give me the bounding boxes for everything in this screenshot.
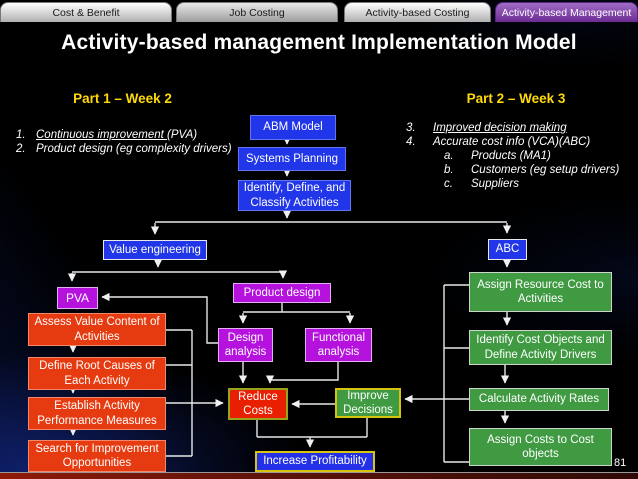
page-number: 81 [614, 457, 627, 469]
tab-cost-benefit[interactable]: Cost & Benefit [0, 2, 172, 22]
page-title: Activity-based management Implementation… [61, 31, 577, 54]
node-product-design: Product design [233, 283, 331, 303]
part1-list: 1. Continuous improvement (PVA) 2. Produ… [16, 128, 246, 156]
node-assign-resource-cost: Assign Resource Cost to Activities [469, 272, 612, 312]
list-item: 3. Improved decision making [406, 122, 567, 134]
node-assign-costs: Assign Costs to Cost objects [469, 428, 612, 466]
tab-activity-based-costing[interactable]: Activity-based Costing [344, 2, 491, 22]
node-design-analysis: Design analysis [218, 328, 273, 362]
node-identify-define-classify: Identify, Define, and Classify Activitie… [238, 180, 351, 211]
node-improve-decisions: Improve Decisions [335, 388, 401, 418]
node-abm-model: ABM Model [250, 115, 336, 140]
node-functional-analysis: Functional analysis [305, 328, 372, 362]
node-calculate-activity-rates: Calculate Activity Rates [469, 388, 609, 411]
part2-heading: Part 2 – Week 3 [466, 91, 566, 106]
list-item: 1. Continuous improvement (PVA) [16, 129, 198, 141]
node-abc: ABC [488, 239, 527, 260]
node-search-improvement: Search for Improvement Opportunities [28, 440, 166, 472]
list-item: c. Suppliers [444, 178, 519, 190]
list-item: a. Products (MA1) [444, 150, 551, 162]
node-value-engineering: Value engineering [103, 240, 207, 260]
part2-list: 3. Improved decision making 4. Accurate … [406, 121, 634, 191]
node-assess-value-content: Assess Value Content of Activities [28, 313, 166, 346]
list-item: 2. Product design (eg complexity drivers… [16, 143, 232, 155]
tab-job-costing[interactable]: Job Costing [176, 2, 338, 22]
node-increase-profitability: Increase Profitability [255, 451, 375, 472]
list-item: b. Customers (eg setup drivers) [444, 164, 620, 176]
tab-activity-based-management[interactable]: Activity-based Management [495, 2, 638, 22]
bottom-stripe [0, 472, 638, 479]
node-systems-planning: Systems Planning [238, 147, 346, 171]
node-define-root-causes: Define Root Causes of Each Activity [28, 357, 166, 390]
node-establish-performance-measures: Establish Activity Performance Measures [28, 397, 166, 430]
node-reduce-costs: Reduce Costs [228, 388, 288, 420]
part1-heading: Part 1 – Week 2 [73, 91, 172, 106]
list-item: 4. Accurate cost info (VCA)(ABC) [406, 136, 591, 148]
node-pva: PVA [57, 287, 98, 309]
node-identify-cost-objects: Identify Cost Objects and Define Activit… [469, 330, 612, 365]
